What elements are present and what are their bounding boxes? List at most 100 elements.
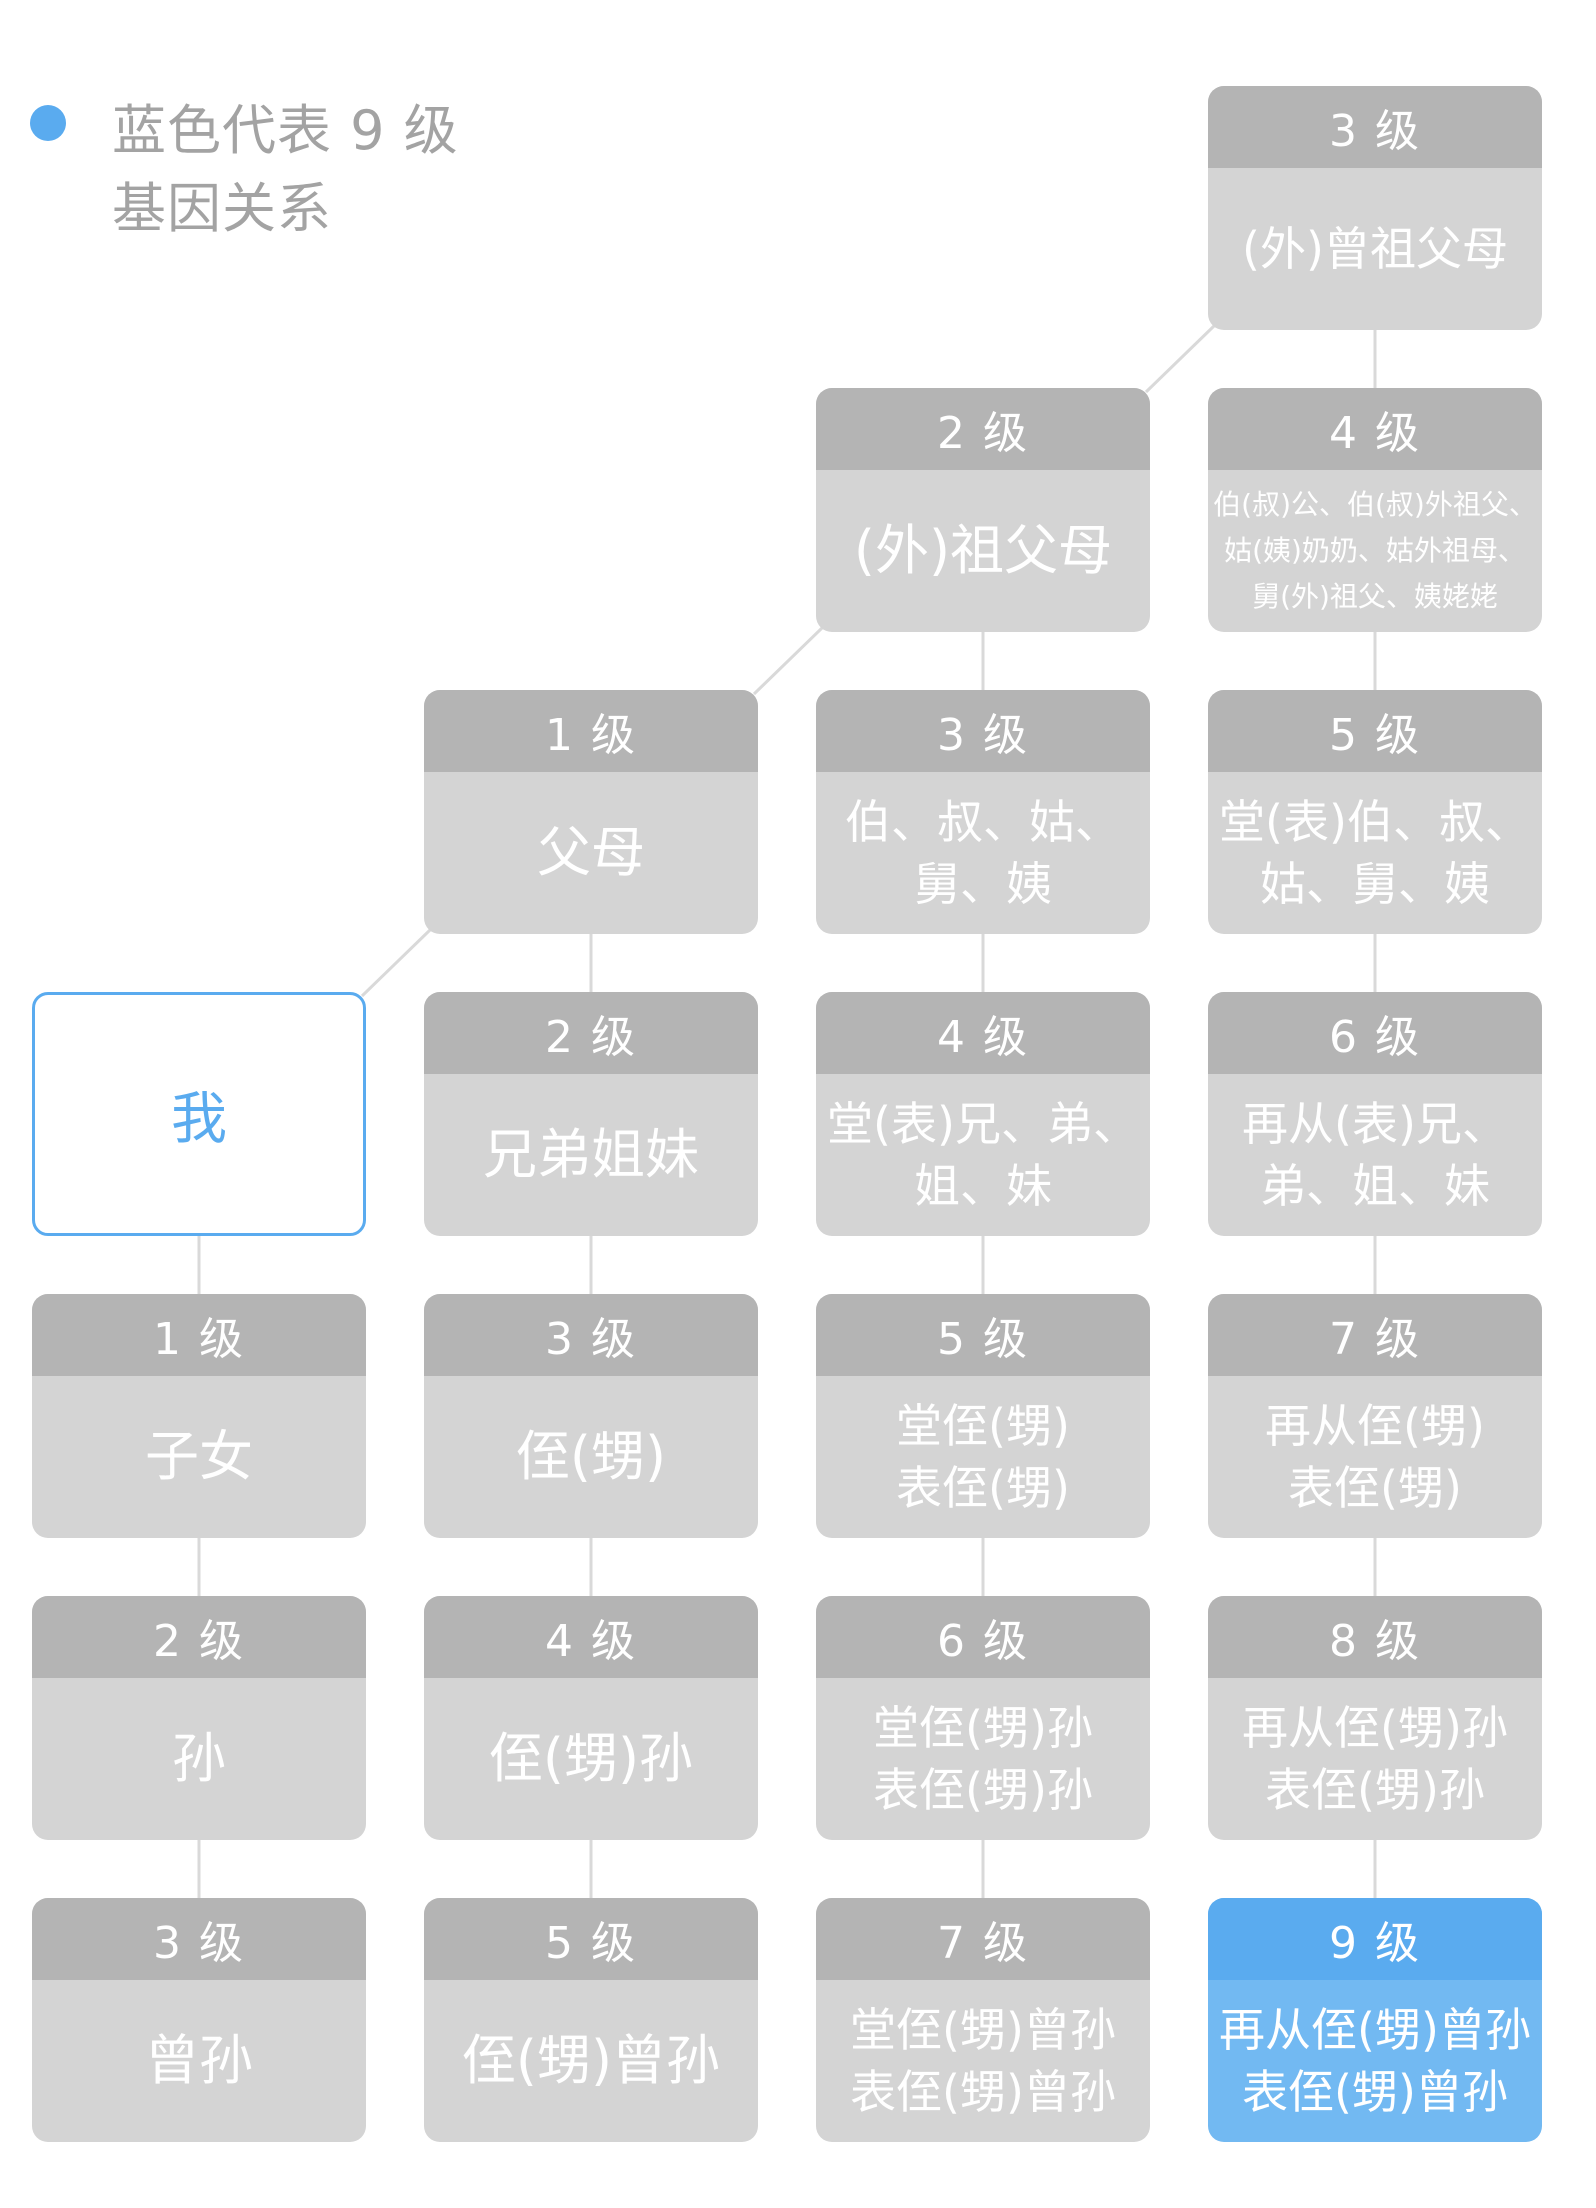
node-second-cousins-grandchildren: 8 级再从侄(甥)孙表侄(甥)孙 — [1208, 1596, 1542, 1840]
node-level-label: 6 级 — [816, 1596, 1150, 1678]
node-level-label: 4 级 — [1208, 388, 1542, 470]
node-relation-line: 表侄(甥)曾孙 — [1242, 2065, 1508, 2119]
node-relation-label: 父母 — [424, 772, 758, 934]
node-relation-line: 伯(叔)公、伯(叔)外祖父、 — [1213, 488, 1537, 521]
node-relation-line: 舅、姨 — [914, 857, 1052, 911]
node-relation-label: 堂侄(甥)曾孙表侄(甥)曾孙 — [816, 1980, 1150, 2142]
node-relation-line: (外)曾祖父母 — [1242, 222, 1508, 276]
node-relation-line: 堂侄(甥) — [896, 1399, 1070, 1453]
node-level-label: 9 级 — [1208, 1898, 1542, 1980]
node-relation-line: 表侄(甥)孙 — [1265, 1763, 1485, 1817]
node-relation-label: 堂侄(甥) 表侄(甥) — [816, 1376, 1150, 1538]
node-relation-label: 侄(甥) — [424, 1376, 758, 1538]
node-level-label: 7 级 — [1208, 1294, 1542, 1376]
node-relation-line: 姑、舅、姨 — [1260, 857, 1490, 911]
node-relation-label: 再从侄(甥)曾孙表侄(甥)曾孙 — [1208, 1980, 1542, 2142]
node-level-label: 3 级 — [32, 1898, 366, 1980]
node-relation-label: 子女 — [32, 1376, 366, 1538]
self-label: 我 — [171, 1086, 227, 1152]
node-relation-line: 再从侄(甥) — [1265, 1399, 1485, 1453]
node-relation-line: 堂(表)伯、叔、 — [1219, 795, 1531, 849]
node-relation-label: 侄(甥)曾孙 — [424, 1980, 758, 2142]
node-level-label: 3 级 — [1208, 86, 1542, 168]
diagonal-connector — [1144, 324, 1216, 394]
node-children: 1 级子女 — [32, 1294, 366, 1538]
node-relation-line: 舅(外)祖父、姨姥姥 — [1252, 580, 1498, 613]
node-grandparents: 2 级 (外)祖父母 — [816, 388, 1150, 632]
node-great-grandchildren: 3 级曾孙 — [32, 1898, 366, 2142]
node-relation-line: 再从侄(甥)曾孙 — [1219, 2003, 1531, 2057]
node-level-label: 5 级 — [816, 1294, 1150, 1376]
node-relation-label: 堂(表)伯、叔、姑、舅、姨 — [1208, 772, 1542, 934]
legend-line-1: 蓝色代表 9 级 — [112, 99, 459, 162]
node-great-grandparents: 3 级 (外)曾祖父母 — [1208, 86, 1542, 330]
node-relation-line: 再从(表)兄、 — [1242, 1097, 1508, 1151]
node-relation-line: 弟、姐、妹 — [1260, 1159, 1490, 1213]
diagonal-connector — [360, 928, 432, 998]
node-relation-line: 再从侄(甥)孙 — [1242, 1701, 1508, 1755]
node-relation-line: 曾孙 — [145, 2029, 253, 2092]
self-node: 我 — [32, 992, 366, 1236]
node-relation-label: 堂(表)兄、弟、姐、妹 — [816, 1074, 1150, 1236]
node-level-label: 2 级 — [32, 1596, 366, 1678]
node-relation-label: 堂侄(甥)孙表侄(甥)孙 — [816, 1678, 1150, 1840]
node-relation-label: 再从侄(甥) 表侄(甥) — [1208, 1376, 1542, 1538]
node-level-label: 5 级 — [1208, 690, 1542, 772]
node-cousins-children: 5 级堂侄(甥) 表侄(甥) — [816, 1294, 1150, 1538]
node-relation-line: 堂侄(甥)曾孙 — [850, 2003, 1116, 2057]
legend-line-2: 基因关系 — [112, 177, 332, 240]
node-level-label: 1 级 — [424, 690, 758, 772]
node-level-label: 4 级 — [424, 1596, 758, 1678]
node-parents: 1 级父母 — [424, 690, 758, 934]
node-level-label: 6 级 — [1208, 992, 1542, 1074]
node-siblings: 2 级兄弟姐妹 — [424, 992, 758, 1236]
node-level-label: 1 级 — [32, 1294, 366, 1376]
node-great-grand-nephews: 5 级侄(甥)曾孙 — [424, 1898, 758, 2142]
node-relation-line: (外)祖父母 — [853, 519, 1113, 582]
node-relation-line: 表侄(甥) — [1288, 1461, 1462, 1515]
node-level-label: 2 级 — [424, 992, 758, 1074]
node-cousins-grandchildren: 6 级堂侄(甥)孙表侄(甥)孙 — [816, 1596, 1150, 1840]
node-nephews: 3 级侄(甥) — [424, 1294, 758, 1538]
node-level-label: 4 级 — [816, 992, 1150, 1074]
node-second-cousins-children: 7 级再从侄(甥) 表侄(甥) — [1208, 1294, 1542, 1538]
node-level-label: 3 级 — [424, 1294, 758, 1376]
node-relation-line: 伯、叔、姑、 — [845, 795, 1121, 849]
legend-text: 蓝色代表 9 级 基因关系 — [112, 92, 532, 248]
node-relation-label: 兄弟姐妹 — [424, 1074, 758, 1236]
node-relation-label: 伯、叔、姑、舅、姨 — [816, 772, 1150, 934]
node-relation-line: 姐、妹 — [914, 1159, 1052, 1213]
node-level-label: 7 级 — [816, 1898, 1150, 1980]
node-relation-label: 孙 — [32, 1678, 366, 1840]
node-relation-line: 姑(姨)奶奶、姑外祖母、 — [1224, 534, 1526, 567]
node-relation-line: 表侄(甥)孙 — [873, 1763, 1093, 1817]
node-relation-line: 侄(甥)曾孙 — [461, 2029, 721, 2092]
node-level-label: 5 级 — [424, 1898, 758, 1980]
node-relation-label: (外)祖父母 — [816, 470, 1150, 632]
node-relation-line: 孙 — [172, 1727, 226, 1790]
node-cousins-great-grandchildren: 7 级堂侄(甥)曾孙表侄(甥)曾孙 — [816, 1898, 1150, 2142]
node-cousins: 4 级堂(表)兄、弟、姐、妹 — [816, 992, 1150, 1236]
node-level-label: 2 级 — [816, 388, 1150, 470]
node-relation-label: 伯(叔)公、伯(叔)外祖父、姑(姨)奶奶、姑外祖母、舅(外)祖父、姨姥姥 — [1208, 470, 1542, 632]
node-second-cousins-great-grandchildren: 9 级再从侄(甥)曾孙表侄(甥)曾孙 — [1208, 1898, 1542, 2142]
node-relation-line: 表侄(甥)曾孙 — [850, 2065, 1116, 2119]
node-grand-uncles-aunts: 4 级伯(叔)公、伯(叔)外祖父、姑(姨)奶奶、姑外祖母、舅(外)祖父、姨姥姥 — [1208, 388, 1542, 632]
node-relation-line: 表侄(甥) — [896, 1461, 1070, 1515]
node-relation-label: 再从(表)兄、弟、姐、妹 — [1208, 1074, 1542, 1236]
node-relation-label: (外)曾祖父母 — [1208, 168, 1542, 330]
node-parents-cousins: 5 级堂(表)伯、叔、姑、舅、姨 — [1208, 690, 1542, 934]
node-relation-label: 曾孙 — [32, 1980, 366, 2142]
node-grand-nephews: 4 级侄(甥)孙 — [424, 1596, 758, 1840]
node-grandchildren: 2 级孙 — [32, 1596, 366, 1840]
node-relation-line: 堂侄(甥)孙 — [873, 1701, 1093, 1755]
node-relation-line: 堂(表)兄、弟、 — [827, 1097, 1139, 1151]
node-second-cousins: 6 级再从(表)兄、弟、姐、妹 — [1208, 992, 1542, 1236]
node-relation-label: 侄(甥)孙 — [424, 1678, 758, 1840]
node-uncles-aunts: 3 级伯、叔、姑、舅、姨 — [816, 690, 1150, 934]
legend-blue-dot-icon — [30, 105, 66, 141]
node-relation-line: 侄(甥)孙 — [488, 1727, 694, 1790]
diagonal-connector — [752, 626, 824, 696]
